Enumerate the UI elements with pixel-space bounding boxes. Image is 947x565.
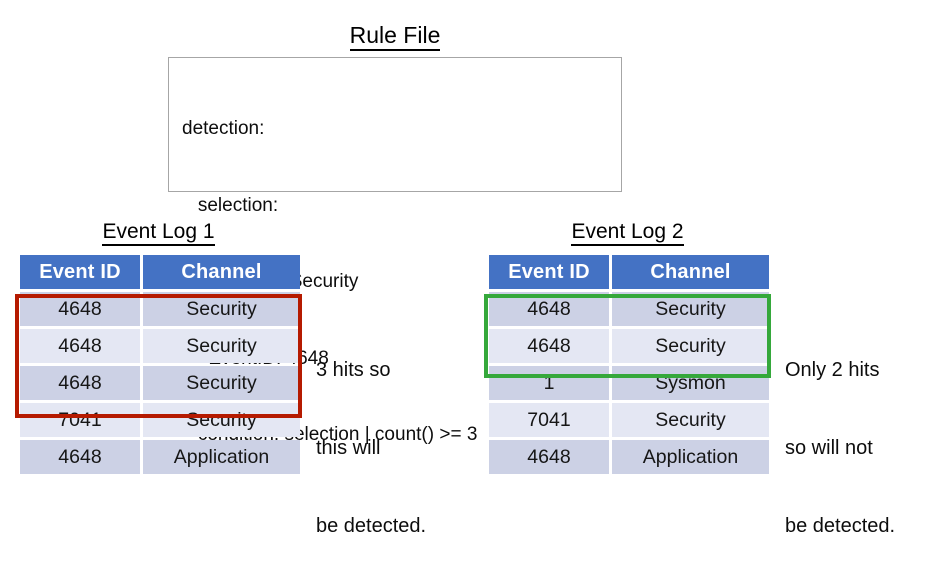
table-row: 4648 Application <box>20 440 300 474</box>
rule-line-detection: detection: <box>182 118 265 139</box>
cell-channel: Security <box>612 292 769 326</box>
cell-channel: Security <box>143 292 300 326</box>
cell-channel: Security <box>143 403 300 437</box>
column-header-channel: Channel <box>143 255 300 289</box>
cell-event-id: 4648 <box>20 292 140 326</box>
cell-event-id: 4648 <box>489 440 609 474</box>
cell-channel: Security <box>612 403 769 437</box>
column-header-event-id: Event ID <box>489 255 609 289</box>
rule-file-title: Rule File <box>0 20 790 51</box>
table-row: 4648 Security <box>489 329 769 363</box>
note-line: be detected. <box>316 515 427 537</box>
table-row: 1 Sysmon <box>489 366 769 400</box>
table-row: 7041 Security <box>20 403 300 437</box>
event-log-1-note: 3 hits so this will be detected. <box>316 305 426 565</box>
note-line: Only 2 hits <box>785 359 880 381</box>
table-row: 4648 Security <box>20 366 300 400</box>
rule-file-box: detection: selection: Channel: Security … <box>168 57 622 445</box>
cell-channel: Sysmon <box>612 366 769 400</box>
cell-channel: Application <box>143 440 300 474</box>
event-log-2-table: Event ID Channel 4648 Security 4648 Secu… <box>486 252 772 477</box>
cell-event-id: 7041 <box>20 403 140 437</box>
note-line: be detected. <box>785 515 896 537</box>
cell-channel: Application <box>612 440 769 474</box>
column-header-channel: Channel <box>612 255 769 289</box>
table-row: 4648 Security <box>489 292 769 326</box>
cell-channel: Security <box>143 366 300 400</box>
table-header-row: Event ID Channel <box>20 255 300 289</box>
cell-event-id: 4648 <box>20 329 140 363</box>
cell-event-id: 4648 <box>20 366 140 400</box>
event-log-2-block: Event Log 2 Event ID Channel 4648 Securi… <box>489 218 772 477</box>
event-log-1-block: Event Log 1 Event ID Channel 4648 Securi… <box>20 218 303 477</box>
cell-event-id: 4648 <box>20 440 140 474</box>
event-log-1-table: Event ID Channel 4648 Security 4648 Secu… <box>17 252 303 477</box>
event-log-1-title-text: Event Log 1 <box>102 220 215 246</box>
cell-event-id: 4648 <box>489 329 609 363</box>
cell-channel: Security <box>143 329 300 363</box>
rule-line-selection: selection: <box>182 194 279 216</box>
note-line: so will not <box>785 437 873 459</box>
table-header-row: Event ID Channel <box>489 255 769 289</box>
cell-event-id: 4648 <box>489 292 609 326</box>
cell-channel: Security <box>612 329 769 363</box>
rule-file-title-text: Rule File <box>349 22 441 51</box>
note-line: this will <box>316 437 381 459</box>
table-row: 4648 Application <box>489 440 769 474</box>
note-line: 3 hits so <box>316 359 391 381</box>
cell-event-id: 7041 <box>489 403 609 437</box>
event-log-2-note: Only 2 hits so will not be detected. <box>785 305 895 565</box>
event-log-2-title: Event Log 2 <box>489 218 766 246</box>
event-log-1-title: Event Log 1 <box>20 218 297 246</box>
table-row: 4648 Security <box>20 329 300 363</box>
event-log-2-title-text: Event Log 2 <box>571 220 684 246</box>
table-row: 4648 Security <box>20 292 300 326</box>
column-header-event-id: Event ID <box>20 255 140 289</box>
table-row: 7041 Security <box>489 403 769 437</box>
cell-event-id: 1 <box>489 366 609 400</box>
